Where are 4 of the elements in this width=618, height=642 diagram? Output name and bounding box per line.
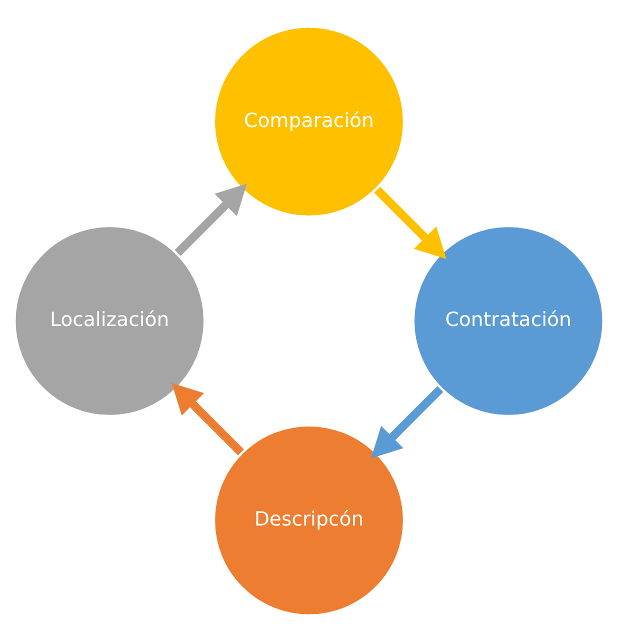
- arrow: [174, 184, 247, 256]
- arrow: [172, 383, 244, 456]
- arrow: [374, 186, 446, 259]
- arrow: [371, 386, 444, 458]
